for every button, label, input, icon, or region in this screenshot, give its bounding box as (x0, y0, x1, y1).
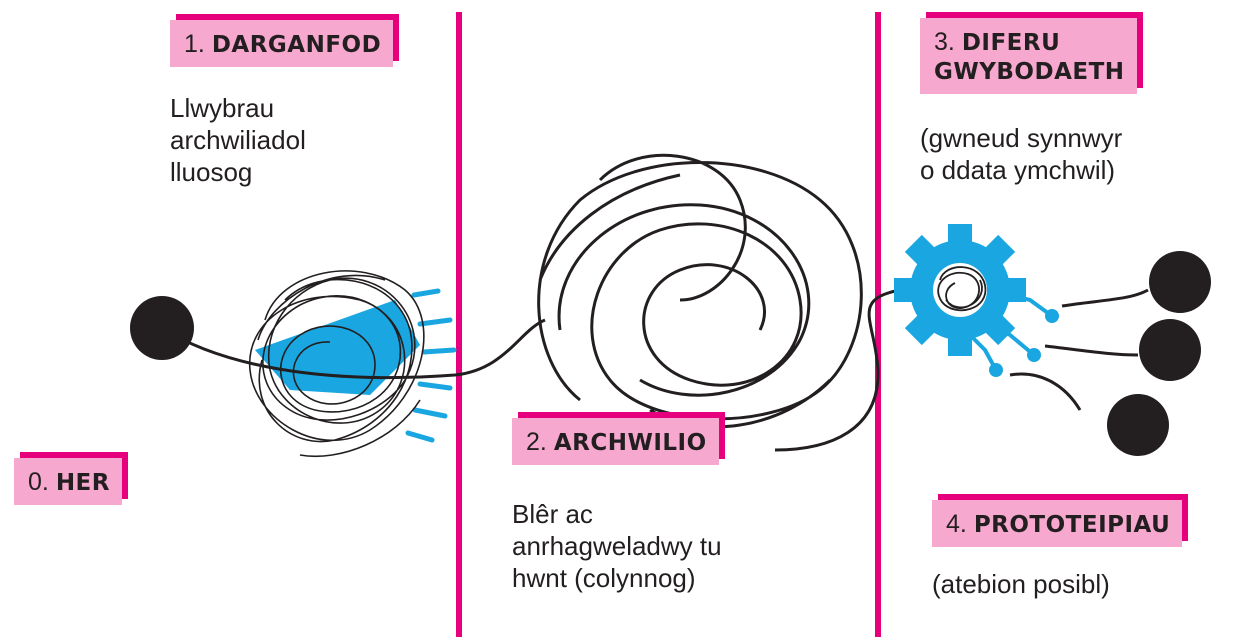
stage-4-label: 4. PROTOTEIPIAU (932, 500, 1183, 547)
stage-1-number: 1. (184, 30, 205, 58)
stage-2-label: 2. ARCHWILIO (512, 418, 719, 465)
stage-3-number: 3. (934, 28, 955, 56)
gear-icon (894, 224, 1059, 377)
stage-3-title-line2: GWYBODAETH (934, 59, 1125, 85)
prototype-dot (1107, 394, 1169, 456)
stage-0-number: 0. (28, 468, 49, 496)
output-lines (1009, 288, 1149, 411)
stage-3-title-line1: DIFERU (961, 30, 1061, 56)
motion-dashes (405, 288, 457, 443)
stage-3-description: (gwneud synnwyr o ddata ymchwil) (920, 123, 1123, 185)
stage1-scribble (249, 270, 425, 458)
stage-2-description: Blêr ac anrhagweladwy tu hwnt (colynnog) (512, 499, 722, 593)
start-dot (130, 296, 194, 360)
stage-4-number: 4. (946, 510, 967, 538)
prototype-dot (1139, 319, 1201, 381)
stage-3-label: 3. DIFERU GWYBODAETH (920, 18, 1137, 94)
stage-1-title: DARGANFOD (211, 32, 382, 58)
stage2-scribble (537, 153, 863, 429)
stage-1-description: Llwybrau archwiliadol lluosog (170, 93, 306, 187)
blue-triangle (255, 300, 420, 395)
stage-2-number: 2. (526, 428, 547, 456)
stage-2-title: ARCHWILIO (553, 430, 707, 456)
stage-1-label: 1. DARGANFOD (170, 20, 394, 67)
prototype-dot (1149, 251, 1211, 313)
stage-0-title: HER (55, 470, 110, 496)
stage-0-label: 0. HER (14, 458, 122, 505)
stage-4-title: PROTOTEIPIAU (973, 512, 1171, 538)
stage-4-description: (atebion posibl) (932, 569, 1110, 599)
